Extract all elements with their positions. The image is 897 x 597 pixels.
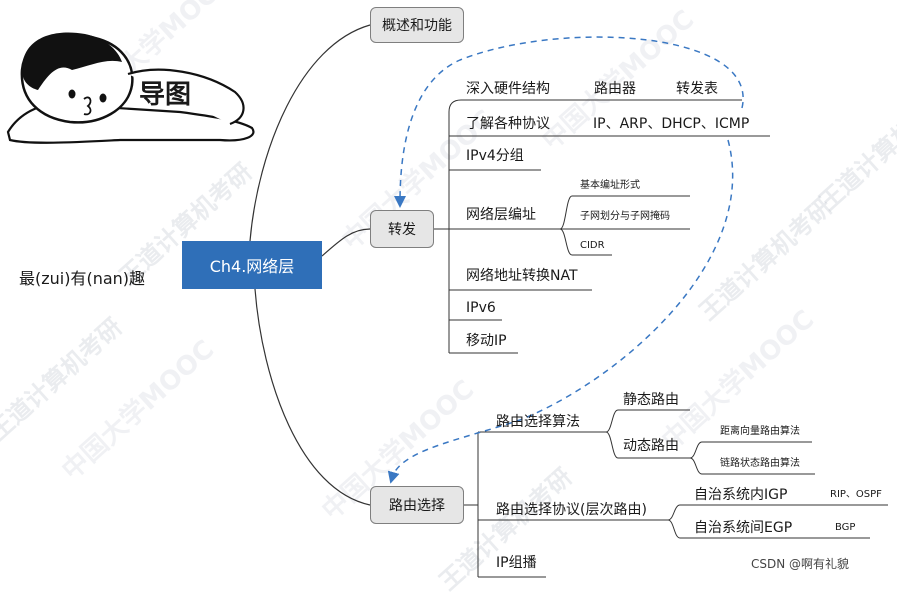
node-addr-basic[interactable]: 基本编址形式	[580, 180, 640, 191]
dashed-arrow-to-routing	[387, 139, 734, 484]
node-static[interactable]: 静态路由	[623, 392, 679, 408]
node-routing[interactable]: 路由选择	[370, 486, 464, 524]
caption-text: 最(zui)有(nan)趣	[19, 269, 146, 288]
routing-connectors	[464, 409, 888, 578]
node-router[interactable]: 路由器	[594, 81, 636, 97]
credit-text: CSDN @啊有礼貌	[748, 556, 853, 572]
node-distance-vector[interactable]: 距离向量路由算法	[720, 426, 800, 437]
forwarding-connectors	[434, 99, 770, 354]
mindmap-canvas	[6, 24, 888, 578]
dashed-arrow-to-forwarding	[394, 36, 744, 208]
node-routing-algo[interactable]: 路由选择算法	[496, 414, 580, 430]
node-egp[interactable]: 自治系统间EGP	[694, 520, 793, 536]
node-link-state[interactable]: 链路状态路由算法	[720, 458, 800, 469]
node-egp-list[interactable]: BGP	[835, 522, 856, 533]
sticker-text: 导图	[139, 80, 192, 110]
node-igp-list[interactable]: RIP、OSPF	[830, 489, 882, 500]
node-protocols[interactable]: 了解各种协议	[466, 116, 550, 132]
node-addressing[interactable]: 网络层编址	[466, 207, 536, 223]
node-protocols-list[interactable]: IP、ARP、DHCP、ICMP	[593, 116, 750, 132]
node-addr-cidr[interactable]: CIDR	[580, 240, 605, 251]
node-mobile-ip[interactable]: 移动IP	[466, 333, 507, 349]
node-addr-subnet[interactable]: 子网划分与子网掩码	[580, 211, 670, 222]
root-node[interactable]: Ch4.网络层	[182, 241, 322, 289]
node-nat[interactable]: 网络地址转换NAT	[466, 268, 578, 284]
node-overview[interactable]: 概述和功能	[370, 7, 464, 43]
node-ipv6[interactable]: IPv6	[466, 300, 496, 316]
root-connectors	[249, 24, 371, 506]
node-multicast[interactable]: IP组播	[496, 555, 537, 571]
doodle-sticker	[6, 32, 255, 144]
node-ipv4[interactable]: IPv4分组	[466, 148, 524, 164]
node-forwarding[interactable]: 转发	[370, 210, 434, 248]
node-forwarding-table[interactable]: 转发表	[676, 81, 718, 97]
node-dynamic[interactable]: 动态路由	[623, 438, 679, 454]
node-routing-protocols[interactable]: 路由选择协议(层次路由)	[496, 502, 647, 518]
node-igp[interactable]: 自治系统内IGP	[694, 487, 788, 503]
node-hardware[interactable]: 深入硬件结构	[466, 81, 550, 97]
